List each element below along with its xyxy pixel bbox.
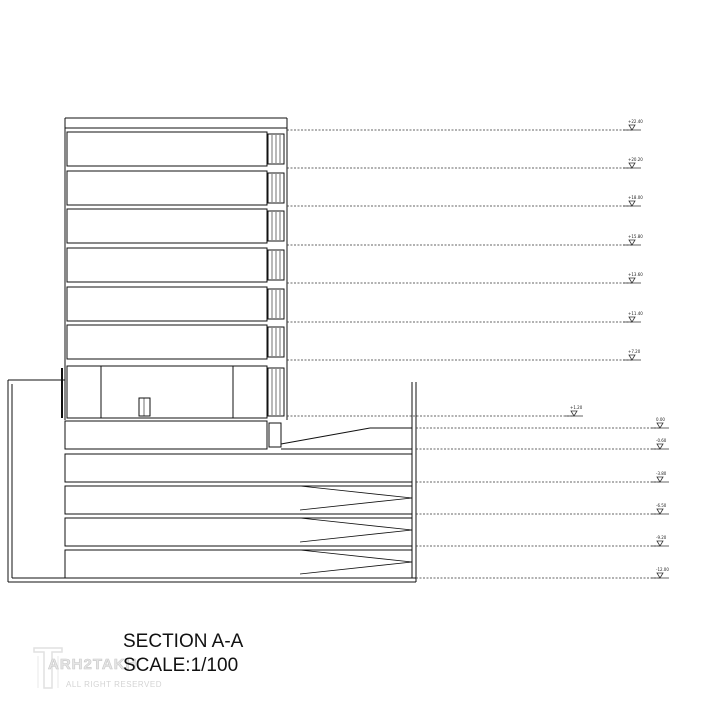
stair-window-2 [267,172,285,204]
level-upper-5-label: +13.60 [628,272,643,277]
stair-window-lobby [267,367,285,417]
stair-window-3 [267,210,285,242]
floor-slab-6 [66,324,268,360]
section-title: SECTION A-A [123,631,244,652]
level-lower-4-label: -6.50 [656,503,667,508]
level-lower-1-marker [656,422,664,429]
level-upper-7-label: +7.20 [628,349,641,354]
parking-ramp-1 [299,497,413,511]
level-upper-2-marker [628,162,636,169]
level-lower-3-label: -3.80 [656,471,667,476]
scale-label: SCALE:1/100 [123,655,239,676]
level-lower-2-label: -0.60 [656,438,667,443]
level-upper-5-marker [628,277,636,284]
watermark-logo [32,644,192,694]
parking-level-4 [64,549,413,579]
parking-ramp-1 [299,485,413,499]
level-upper-1-marker [628,124,636,131]
watermark-rights: ALL RIGHT RESERVED [66,680,162,689]
floor-slab-3 [66,208,268,244]
level-lower-4-marker [656,508,664,515]
level-entrance-marker [570,410,578,417]
floor-slab-1 [66,131,268,167]
ramp [280,427,371,445]
level-upper-4-label: +15.80 [628,234,643,239]
level-upper-6-marker [628,316,636,323]
floor-slab-4 [66,247,268,283]
parking-level-2 [64,485,413,515]
parking-ramp-2 [299,529,413,543]
parking-level-3 [64,517,413,547]
basement-stair [268,422,282,448]
level-lower-3-marker [656,476,664,483]
parking-ramp-3 [299,561,413,575]
floor-slab-5 [66,286,268,322]
level-entrance-label: +1.20 [570,405,583,410]
level-upper-1-label: +22.40 [628,119,643,124]
stair-window-4 [267,249,285,281]
lobby-floor [66,365,268,419]
level-upper-3-marker [628,200,636,207]
stair-window-5 [267,288,285,320]
parking-ramp-2 [299,517,413,531]
stair-window-1 [267,133,285,165]
lobby-door [138,397,151,417]
upper-basement [64,420,268,450]
level-upper-2-label: +20.20 [628,157,643,162]
floor-slab-2 [66,170,268,206]
level-upper-7-marker [628,354,636,361]
level-upper-3-label: +18.00 [628,195,643,200]
watermark-brand: ARH2TAKH [48,656,138,674]
level-lower-6-label: -12.00 [656,567,669,572]
parking-ramp-3 [299,549,413,563]
level-lower-5-label: -9.20 [656,535,667,540]
stair-window-6 [267,326,285,358]
level-upper-4-marker [628,239,636,246]
level-upper-6-label: +11.40 [628,311,643,316]
parking-level-1 [64,453,413,483]
level-lower-6-marker [656,572,664,579]
level-lower-2-marker [656,443,664,450]
level-lower-1-label: 0.00 [656,417,665,422]
level-lower-5-marker [656,540,664,547]
